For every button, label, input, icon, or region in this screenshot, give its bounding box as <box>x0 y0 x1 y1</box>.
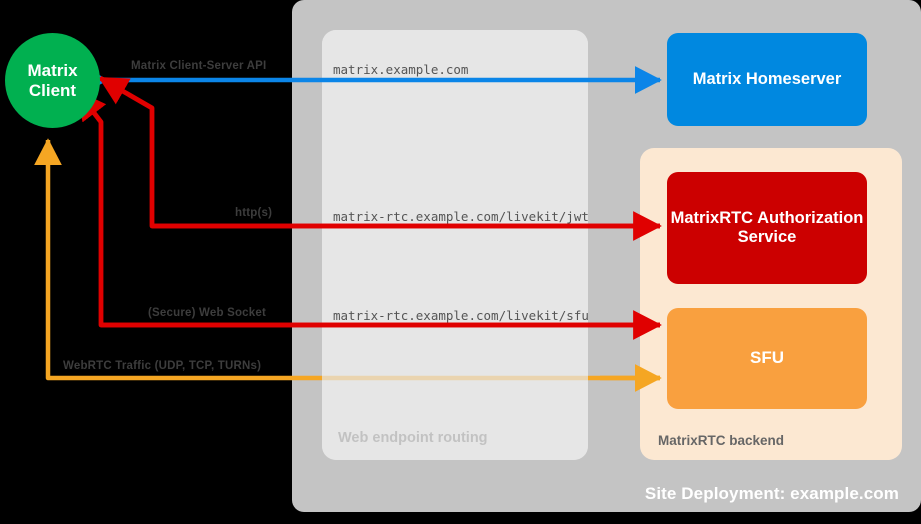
protocol-label-https: http(s) <box>235 207 273 219</box>
wire-jwt-https <box>98 75 662 241</box>
protocol-label-websocket: (Secure) Web Socket <box>148 307 266 319</box>
matrixrtc-auth-service-label: MatrixRTC Authorization Service <box>670 208 864 246</box>
node-sfu[interactable]: SFU <box>667 308 867 409</box>
endpoint-label-jwt: matrix-rtc.example.com/livekit/jwt <box>333 209 589 224</box>
matrixrtc-backend-label: MatrixRTC backend <box>658 433 785 448</box>
protocol-label-webrtc: WebRTC Traffic (UDP, TCP, TURNs) <box>63 360 262 372</box>
endpoint-label-sfu: matrix-rtc.example.com/livekit/sfu <box>333 308 589 323</box>
sfu-label: SFU <box>750 348 784 368</box>
matrix-client-label-line1: Matrix <box>27 61 78 81</box>
matrix-homeserver-label: Matrix Homeserver <box>692 69 842 88</box>
web-routing-overlay <box>322 30 588 460</box>
node-matrix-homeserver[interactable]: Matrix Homeserver <box>667 33 867 126</box>
matrix-client-label-line2: Client <box>28 80 77 100</box>
protocol-label-client-server-api: Matrix Client-Server API <box>131 60 267 72</box>
node-matrixrtc-authorization-service[interactable]: MatrixRTC Authorization Service <box>667 172 867 284</box>
node-matrix-client[interactable]: Matrix Client <box>5 33 100 128</box>
endpoint-label-matrix: matrix.example.com <box>333 62 469 77</box>
site-deployment-label: Site Deployment: example.com <box>644 484 899 503</box>
